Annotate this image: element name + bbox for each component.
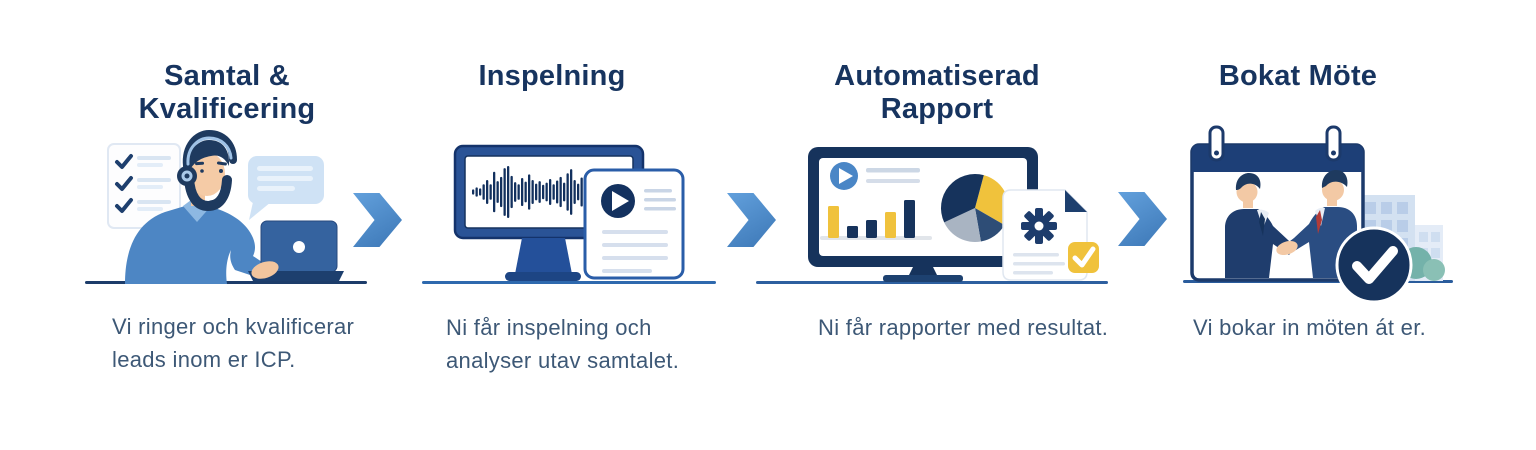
step-title-4: Bokat Möte: [1218, 60, 1378, 92]
agent-illustration: [107, 129, 344, 284]
step-title-2: Inspelning: [478, 60, 626, 92]
desk-line-3: [756, 281, 1108, 284]
headset-icon: [177, 129, 237, 209]
step-caption-3: Ni får rapporter med resultat.: [818, 315, 1109, 340]
step-caption-4: Vi bokar in möten át er.: [1193, 315, 1427, 340]
step-title-3: Automatiserad Rapport: [834, 60, 1040, 126]
step-title-1: Samtal & Kvalificering: [138, 60, 316, 126]
check-badge-icon: [1068, 242, 1099, 273]
agent-hand: [251, 261, 279, 279]
step-caption-2: Ni får inspelning och analyser utav samt…: [446, 315, 680, 373]
bar-chart-icon: [828, 200, 915, 238]
speech-bubble-icon: [248, 156, 324, 220]
headset-agent: [125, 129, 271, 284]
gear-icon: [1021, 208, 1057, 244]
chevron-arrow-icon: [1118, 192, 1167, 246]
meeting-illustration: [1190, 125, 1445, 304]
check-circle-icon: [1335, 226, 1413, 304]
recording-illustration: [453, 144, 685, 281]
gear-document-icon: [1002, 189, 1099, 281]
pie-chart-icon: [941, 174, 1009, 242]
report-illustration: [808, 147, 1099, 282]
desk-line-2: [422, 281, 716, 284]
playback-document-icon: [583, 168, 685, 280]
step-caption-1: Vi ringer och kvalificerar leads inom er…: [112, 314, 355, 372]
